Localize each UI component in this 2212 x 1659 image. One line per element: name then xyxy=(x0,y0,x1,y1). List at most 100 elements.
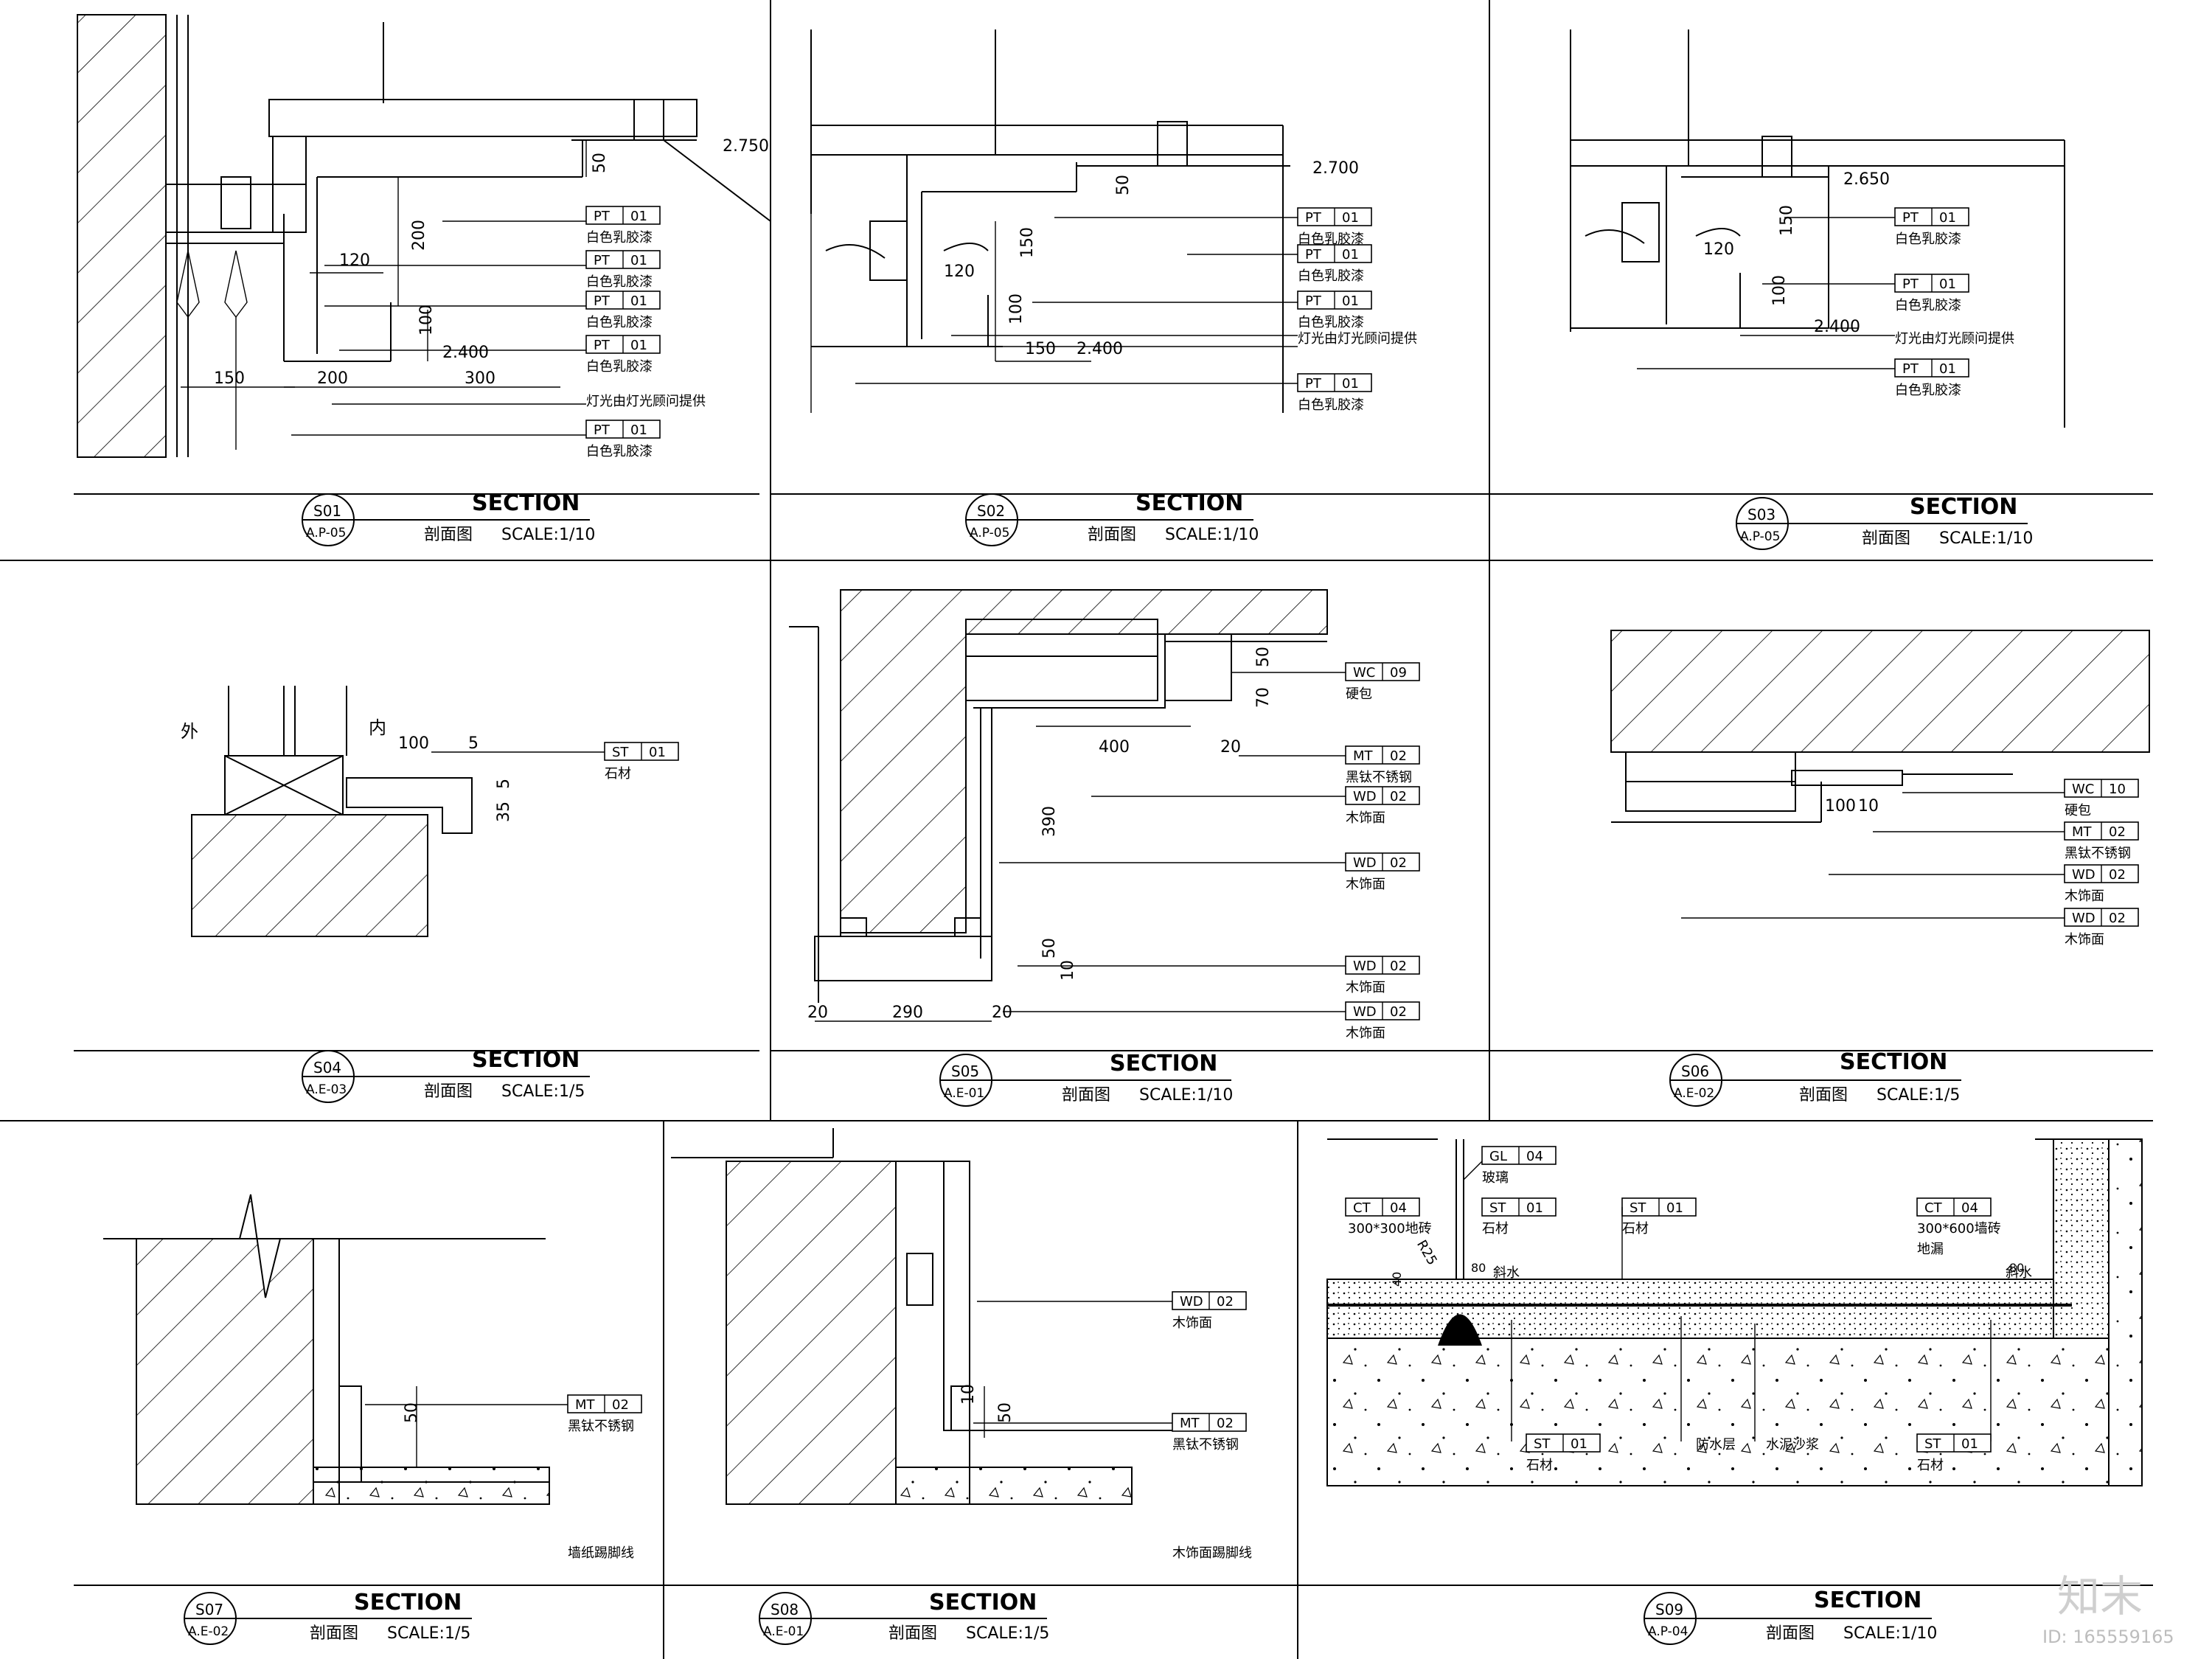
s04-title-en: SECTION xyxy=(472,1047,580,1073)
s05-tags: WC 09 硬包 MT 02 黑钛不锈钢 WD 02 木饰面 WD 02 木饰面 xyxy=(999,662,1420,1041)
svg-text:WD: WD xyxy=(1353,855,1377,871)
s05-tag-3: WD 02 木饰面 xyxy=(1091,786,1420,826)
s08-title: S08 A.E-01 SECTION 剖面图 SCALE:1/5 xyxy=(664,1585,1298,1645)
svg-text:50: 50 xyxy=(1254,647,1273,667)
s06-dimensions: 100 10 xyxy=(1825,797,1879,815)
svg-text:150: 150 xyxy=(1025,340,1056,358)
svg-text:木饰面: 木饰面 xyxy=(1172,1315,1212,1331)
svg-text:5: 5 xyxy=(468,734,479,753)
s03-tags: PT 01 白色乳胶漆 PT 01 白色乳胶漆 灯光由灯光顾问提供 PT 01 … xyxy=(1637,207,2014,398)
svg-text:PT: PT xyxy=(1305,376,1322,392)
s01-ref: A.P-05 xyxy=(306,526,346,540)
s01-light-note: 灯光由灯光顾问提供 xyxy=(586,394,706,409)
svg-text:01: 01 xyxy=(630,338,647,353)
s05-tag-4: WD 02 木饰面 xyxy=(999,852,1420,892)
svg-text:木饰面: 木饰面 xyxy=(1346,980,1385,995)
svg-text:石材: 石材 xyxy=(1482,1221,1509,1237)
svg-text:120: 120 xyxy=(1703,240,1734,259)
svg-text:PT: PT xyxy=(1902,361,1919,377)
svg-text:白色乳胶漆: 白色乳胶漆 xyxy=(1298,397,1364,413)
svg-text:01: 01 xyxy=(630,253,647,268)
svg-text:50: 50 xyxy=(996,1402,1015,1423)
s01-level-bottom: 2.400 xyxy=(442,344,489,362)
s02-scale: SCALE:1/10 xyxy=(1165,526,1259,544)
s08-ref: A.E-01 xyxy=(763,1624,804,1639)
s02-level-top: 2.700 xyxy=(1312,159,1359,178)
svg-text:01: 01 xyxy=(1526,1200,1543,1216)
svg-text:ST: ST xyxy=(1924,1436,1941,1452)
s04-title-cn: 剖面图 xyxy=(424,1082,473,1101)
s07-title: S07 A.E-02 SECTION 剖面图 SCALE:1/5 xyxy=(74,1585,664,1645)
svg-text:01: 01 xyxy=(1571,1436,1587,1452)
s05-title-en: SECTION xyxy=(1110,1051,1217,1077)
s01-dim-120: 120 xyxy=(339,251,370,270)
s01-level-top: 2.750 xyxy=(723,137,769,156)
s06-tag-1: WC 10 硬包 xyxy=(1902,779,2139,818)
svg-text:木饰面: 木饰面 xyxy=(2065,888,2104,904)
s07-scale: SCALE:1/5 xyxy=(387,1624,470,1643)
s01-title: S01 A.P-05 SECTION 剖面图 SCALE:1/10 xyxy=(74,490,759,546)
svg-text:02: 02 xyxy=(2109,824,2126,840)
svg-text:01: 01 xyxy=(1939,210,1956,226)
svg-text:100: 100 xyxy=(1770,275,1789,306)
s01-title-cn: 剖面图 xyxy=(424,526,473,544)
s03-drawing xyxy=(1570,29,2065,428)
svg-text:MT: MT xyxy=(2072,824,2093,840)
svg-text:04: 04 xyxy=(1390,1200,1407,1216)
s08-dimensions: 10 50 xyxy=(959,1384,1015,1423)
svg-text:02: 02 xyxy=(612,1397,629,1413)
svg-text:玻璃: 玻璃 xyxy=(1482,1170,1509,1186)
svg-text:GL: GL xyxy=(1489,1149,1507,1164)
s06-tag-4: WD 02 木饰面 xyxy=(1681,908,2139,947)
svg-text:白色乳胶漆: 白色乳胶漆 xyxy=(586,274,653,290)
svg-text:木饰面: 木饰面 xyxy=(1346,810,1385,826)
svg-text:04: 04 xyxy=(1961,1200,1978,1216)
svg-text:PT: PT xyxy=(1305,293,1322,309)
s07-drawing xyxy=(103,1194,550,1505)
svg-text:100: 100 xyxy=(1825,797,1856,815)
s08-scale: SCALE:1/5 xyxy=(966,1624,1049,1643)
tag-note: 白色乳胶漆 xyxy=(586,230,653,246)
tag-code: PT xyxy=(594,209,611,224)
svg-text:80: 80 xyxy=(1471,1261,1486,1275)
s09-id: S09 xyxy=(1655,1601,1683,1618)
svg-text:黑钛不锈钢: 黑钛不锈钢 xyxy=(2065,846,2131,861)
s09-tag-floor-tile: CT 04 300*300地砖 xyxy=(1345,1197,1432,1237)
svg-text:40: 40 xyxy=(1390,1272,1404,1287)
s08-title-cn: 剖面图 xyxy=(888,1624,937,1643)
s03-level-bottom: 2.400 xyxy=(1814,318,1860,336)
svg-text:01: 01 xyxy=(1342,210,1359,226)
svg-text:80: 80 xyxy=(2009,1261,2024,1275)
svg-text:MT: MT xyxy=(1180,1416,1200,1431)
svg-text:02: 02 xyxy=(1217,1416,1234,1431)
svg-text:木饰面: 木饰面 xyxy=(1346,1026,1385,1041)
svg-text:白色乳胶漆: 白色乳胶漆 xyxy=(586,444,653,459)
s07-title-cn: 剖面图 xyxy=(310,1624,358,1643)
s05-tag-6: WD 02 木饰面 xyxy=(1003,1001,1420,1041)
svg-text:CT: CT xyxy=(1353,1200,1371,1216)
svg-text:02: 02 xyxy=(2109,911,2126,926)
s03-id: S03 xyxy=(1747,506,1775,524)
s01-dim-150: 150 xyxy=(214,369,245,388)
svg-text:白色乳胶漆: 白色乳胶漆 xyxy=(586,359,653,375)
s04-label-outside: 外 xyxy=(181,721,198,742)
s01-drawing xyxy=(77,14,771,458)
s09-slope-note-1: 斜水 xyxy=(1493,1265,1520,1281)
s01-tag-3: PT 01 白色乳胶漆 xyxy=(324,291,661,330)
s02-title-en: SECTION xyxy=(1135,490,1243,516)
s09-tag-stone-bottom-1: ST 01 石材 xyxy=(1511,1320,1601,1473)
tag-num: 01 xyxy=(630,209,647,224)
s02-tag-4: PT 01 白色乳胶漆 xyxy=(855,373,1372,413)
s04-ref: A.E-03 xyxy=(306,1082,347,1097)
svg-text:390: 390 xyxy=(1040,806,1059,837)
s05-tag-1: WC 09 硬包 xyxy=(1231,662,1420,702)
s05-scale: SCALE:1/10 xyxy=(1139,1086,1233,1105)
s05-id: S05 xyxy=(951,1062,979,1080)
s08-tag-1: WD 02 木饰面 xyxy=(977,1291,1247,1331)
s03-tag-3: PT 01 白色乳胶漆 xyxy=(1637,358,1969,398)
svg-text:02: 02 xyxy=(1390,1004,1407,1020)
s06-tags: WC 10 硬包 MT 02 黑钛不锈钢 WD 02 木饰面 WD 02 木饰面 xyxy=(1681,779,2139,947)
svg-text:R25: R25 xyxy=(1413,1237,1440,1267)
svg-text:木饰面: 木饰面 xyxy=(1346,877,1385,892)
svg-text:白色乳胶漆: 白色乳胶漆 xyxy=(1298,268,1364,284)
